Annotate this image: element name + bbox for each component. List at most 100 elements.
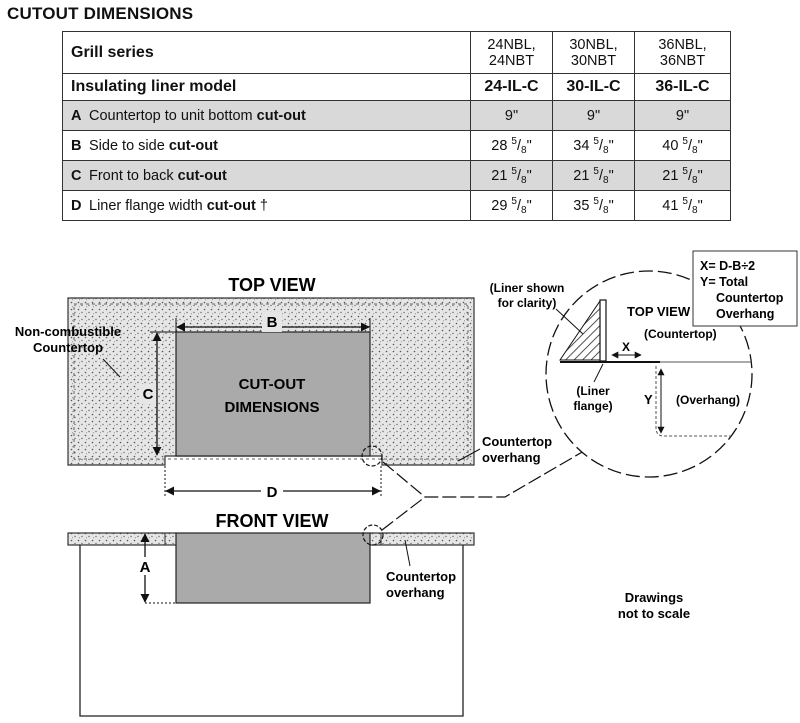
detail-countertop-label: (Countertop) [644,327,717,341]
cutout-dimensions-table: Grill series 24NBL,24NBT 30NBL,30NBT 36N… [62,31,731,221]
countertop-edge-line [73,303,469,460]
liner-flange-label: flange) [573,399,612,413]
row-bold: cut-out [168,137,218,154]
detail-circle-small [361,445,383,467]
row-key: A [71,107,82,124]
leader-line [457,448,481,462]
value-num: 5 [593,135,599,147]
noncombustible-label: Non-combustible [15,324,121,339]
leader-line [555,308,584,335]
row-text: Countertop to unit bottom [89,107,257,124]
overhang-outline [655,366,752,437]
label-bg [262,312,282,332]
value-whole: 21 [491,167,512,184]
value-cell: 9" [552,100,635,131]
label-bg [140,384,156,404]
table-row: A Countertop to unit bottom cut-out 9" 9"… [62,100,731,131]
value-whole: 21 [662,167,683,184]
liner-model-row: Insulating liner model 24-IL-C 30-IL-C 3… [62,73,731,101]
value-cell: 21 5/8" [634,160,731,191]
row-key: D [71,197,82,214]
value-den: 8 [692,204,698,216]
formula-legend-box [692,250,798,327]
value-whole: 9" [675,107,690,124]
series-cell: 30NBL,30NBT [552,31,635,74]
cutout-label-line: DIMENSIONS [224,399,319,416]
dimension-y-label: Y [644,392,653,407]
liner-clarity-label: for clarity) [498,296,557,310]
value-cell: 41 5/8" [634,190,731,221]
value-cell: 35 5/8" [552,190,635,221]
row-key: B [71,137,82,154]
leader-line [404,539,411,567]
row-text: Side to side [89,137,169,154]
row-text: Liner flange width [89,197,207,214]
liner-clarity-label: (Liner shown [490,281,565,295]
value-num: 5 [511,135,517,147]
value-den: 8 [692,174,698,186]
value-num: 5 [682,195,688,207]
value-whole: 40 [662,137,683,154]
cutout-opening [175,331,371,457]
series-line: 24NBT [488,52,535,69]
row-text: Front to back [89,167,178,184]
value-cell: 40 5/8" [634,130,731,161]
formula-line: Overhang [716,307,774,321]
value-whole: 28 [491,137,512,154]
row-bold: cut-out [206,197,256,214]
value-whole: 9" [586,107,601,124]
value-den: 8 [692,144,698,156]
label-bg [261,481,283,501]
value-den: 8 [603,174,609,186]
table-header-row: Grill series 24NBL,24NBT 30NBL,30NBT 36N… [62,31,731,74]
detail-circle-small [362,524,384,546]
detail-contents [559,299,752,437]
value-whole: 35 [573,197,594,214]
noncombustible-label: Countertop [33,340,103,355]
series-line: 30NBL, [569,36,618,53]
value-cell: 9" [470,100,553,131]
row-bold: cut-out [177,167,227,184]
row-key: C [71,167,82,184]
grill-series-label: Grill series [62,31,471,74]
value-num: 5 [511,165,517,177]
row-label: C Front to back cut-out [62,160,471,191]
value-num: 5 [593,165,599,177]
overhang-front-label: Countertop [386,569,456,584]
formula-line: X= D-B÷2 [700,259,755,273]
overhang-detail-label: (Overhang) [676,393,740,407]
liner-model-label: Insulating liner model [62,73,471,101]
row-bold: cut-out [256,107,306,124]
front-view-title: FRONT VIEW [216,511,329,531]
value-num: 5 [682,135,688,147]
liner-flange-wall [599,299,607,362]
leader-line [593,363,604,383]
value-num: 5 [593,195,599,207]
value-num: 5 [682,165,688,177]
value-cell: 21 5/8" [470,160,553,191]
value-cell: 29 5/8" [470,190,553,221]
value-num: 5 [511,195,517,207]
value-whole: 34 [573,137,594,154]
liner-box [175,532,371,604]
formula-line: Y= Total [700,275,748,289]
value-whole: 21 [573,167,594,184]
dimension-a-label: A [140,559,151,576]
value-den: 8 [603,144,609,156]
liner-model-cell: 24-IL-C [470,73,553,101]
scale-note: not to scale [618,606,690,621]
value-den: 8 [521,174,527,186]
series-cell: 36NBL,36NBT [634,31,731,74]
leader-line [102,358,121,378]
cutout-label-line: OUT [274,376,306,393]
detail-top-view-label: TOP VIEW [627,304,691,319]
detail-connector [382,450,585,498]
value-whole: 9" [504,107,519,124]
cutout-label-line: CUT- [239,376,274,393]
label-bg [136,557,154,575]
value-den: 8 [521,204,527,216]
series-line: 24NBL, [487,36,536,53]
detail-connector [381,496,426,531]
